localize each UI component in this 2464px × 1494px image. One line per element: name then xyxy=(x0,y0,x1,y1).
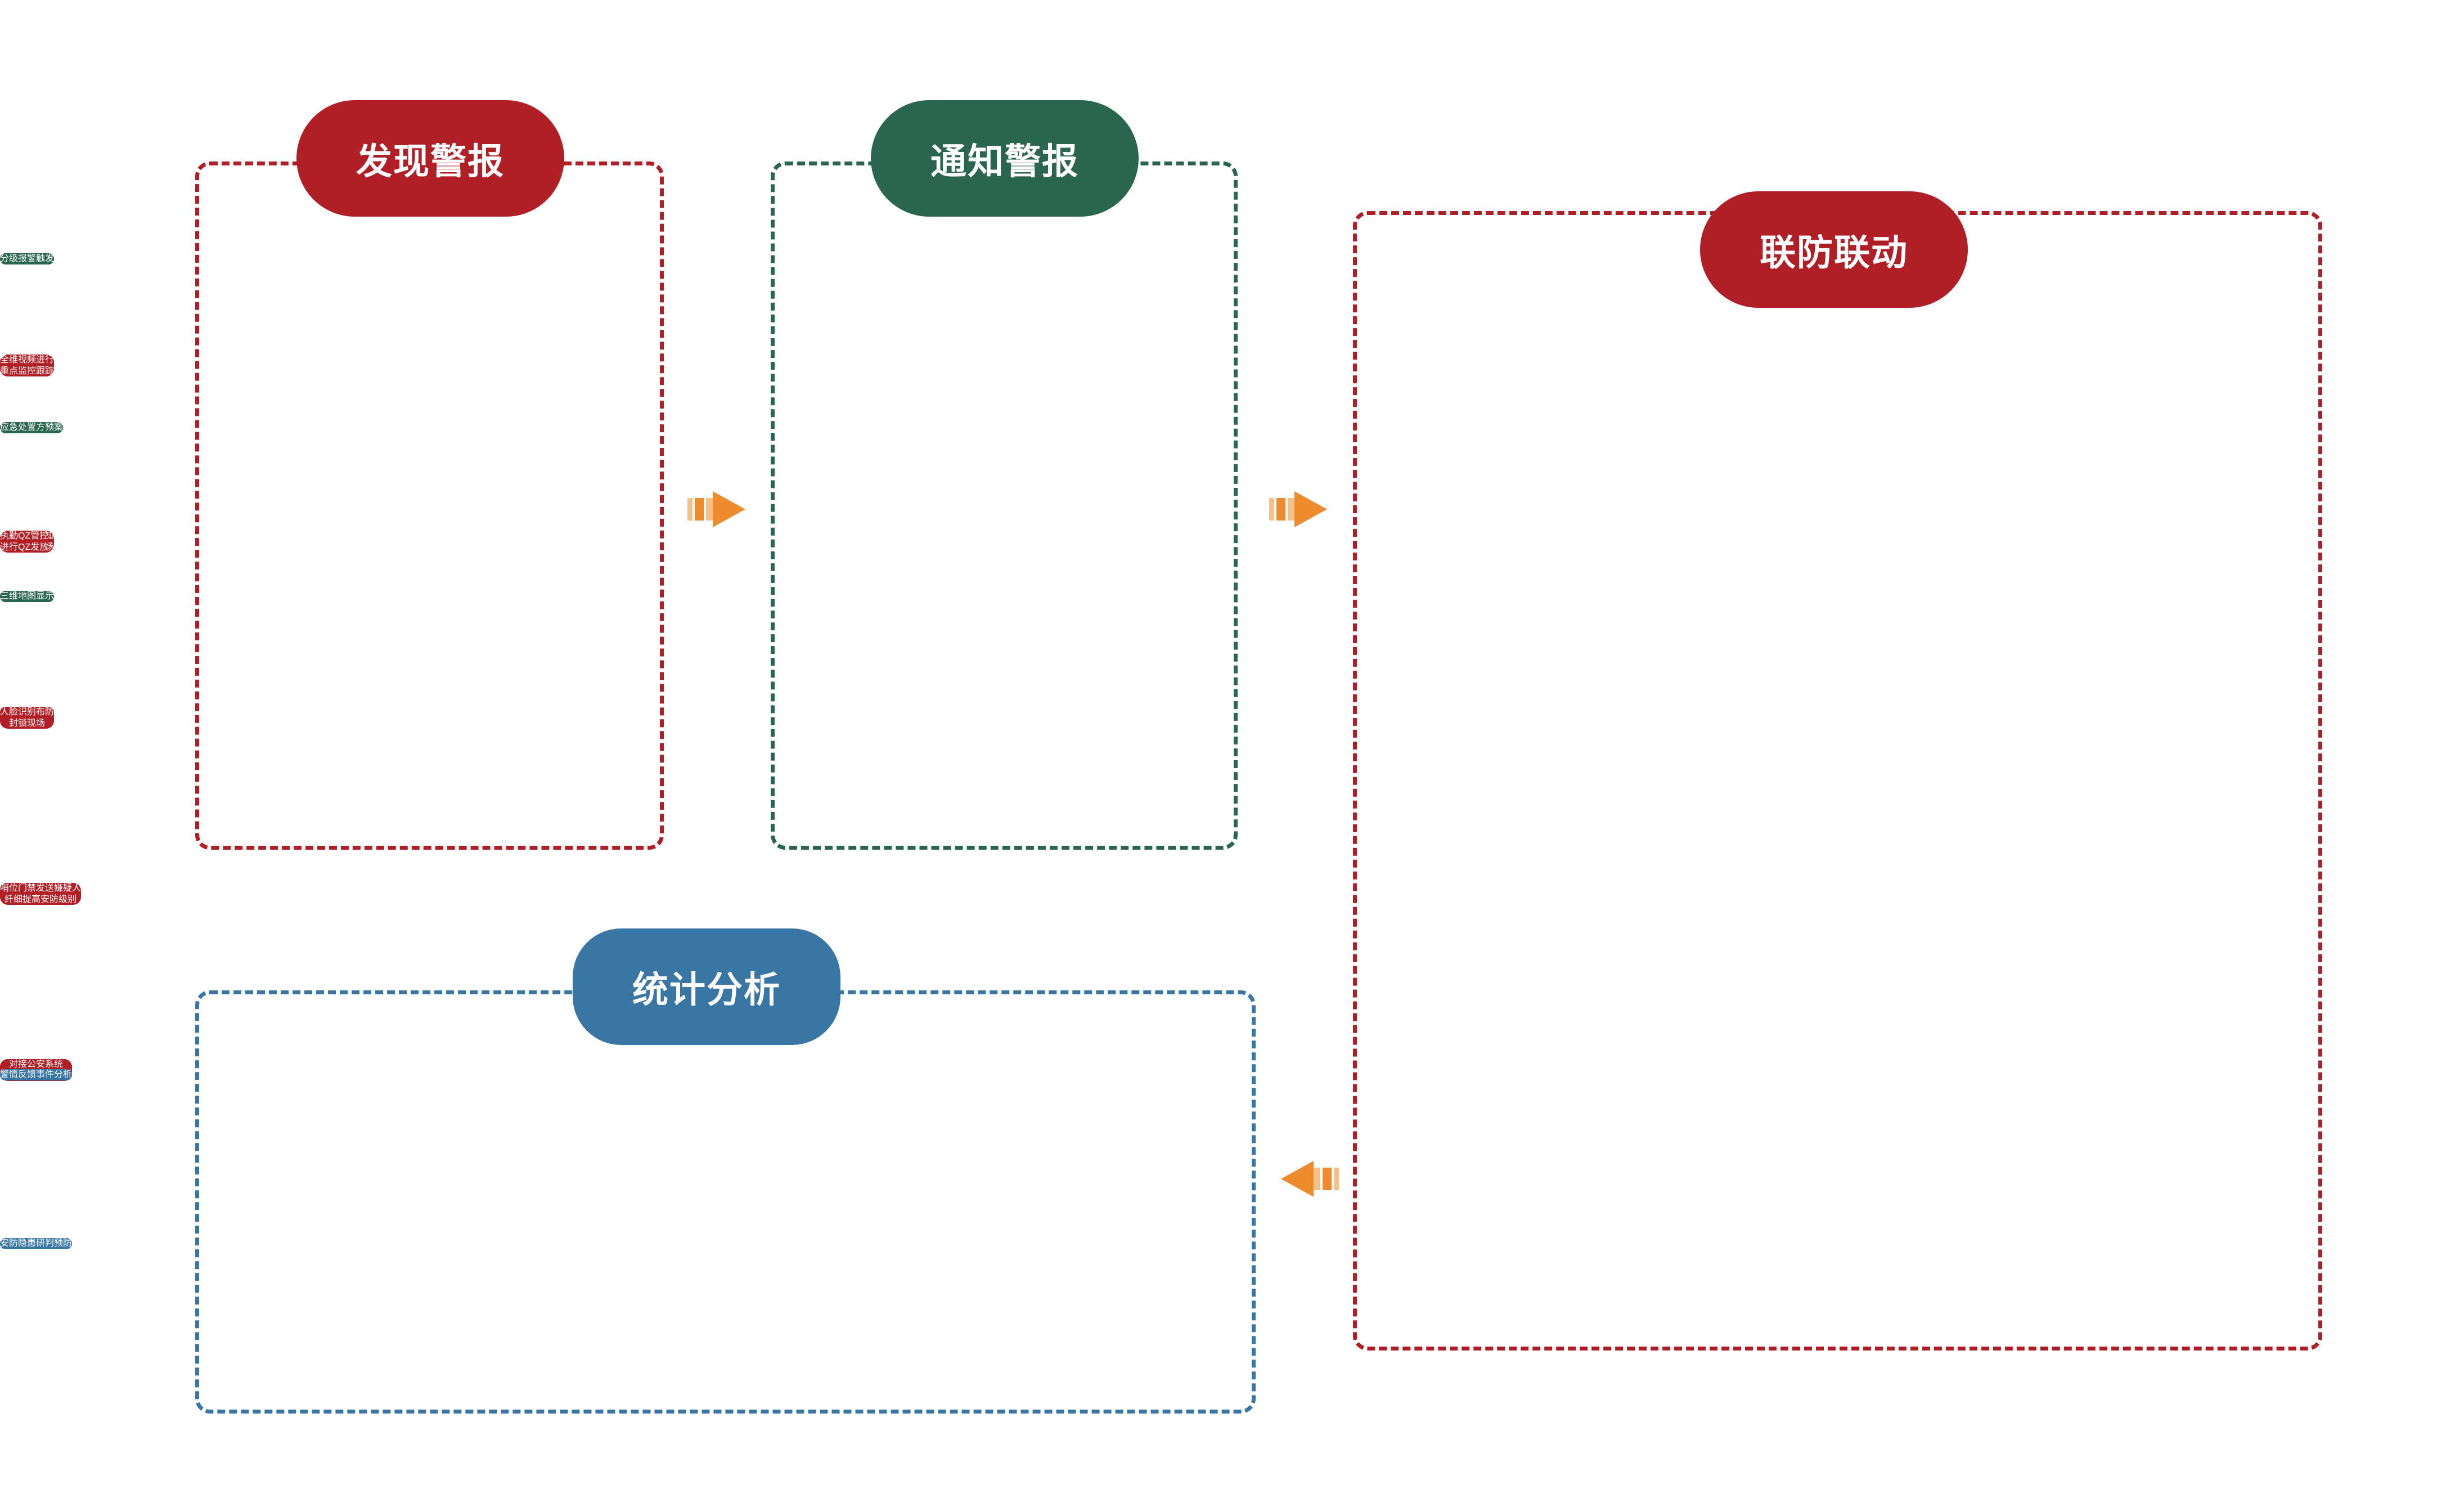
panel-notify-alarm xyxy=(771,161,1238,850)
panel-joint-defense xyxy=(1353,211,2322,1351)
panel-header-label: 统计分析 xyxy=(632,969,781,1010)
item-gate-suspect-alert[interactable]: 哨位门禁发送嫌疑人 纤细提高安防级别 xyxy=(0,883,82,905)
item-graded-alarm-trigger[interactable]: 分级报警触发 xyxy=(0,253,55,264)
panel-statistical-analysis xyxy=(195,990,1256,1414)
arrow-discover-to-notify-icon xyxy=(687,481,748,537)
arrow-notify-to-joint-icon xyxy=(1269,481,1330,537)
arrow-joint-to-stats-icon xyxy=(1278,1151,1339,1207)
item-qz-duty-control[interactable]: 执勤QZ管控 进行QZ发放 xyxy=(0,531,49,553)
item-3d-map-display[interactable]: 三维地图显示 xyxy=(0,591,55,602)
panel-header-joint-defense[interactable]: 联防联动 xyxy=(1700,191,1968,308)
item-face-recognition-defense[interactable]: 人脸识别布防 xyxy=(0,707,55,718)
panel-header-discover-alarm[interactable]: 发现警报 xyxy=(296,100,564,217)
panel-header-notify-alarm[interactable]: 通知警报 xyxy=(871,100,1139,217)
panel-header-label: 发现警报 xyxy=(356,141,505,182)
item-emergency-response-plan[interactable]: 应急处置方预案 xyxy=(0,422,64,433)
panel-header-statistical-analysis[interactable]: 统计分析 xyxy=(573,928,840,1045)
panel-header-label: 联防联动 xyxy=(1760,232,1908,273)
item-omni-video-tracking[interactable]: 全维视频进行 重点监控跟踪 xyxy=(0,355,55,377)
item-security-risk-prevention-analysis[interactable]: 安防隐患研判预防 xyxy=(0,1238,73,1249)
item-alarm-feedback-event-analysis[interactable]: 警情反馈事件分析 xyxy=(0,1069,73,1080)
panel-header-label: 通知警报 xyxy=(930,141,1079,182)
panel-discover-alarm xyxy=(195,161,664,850)
